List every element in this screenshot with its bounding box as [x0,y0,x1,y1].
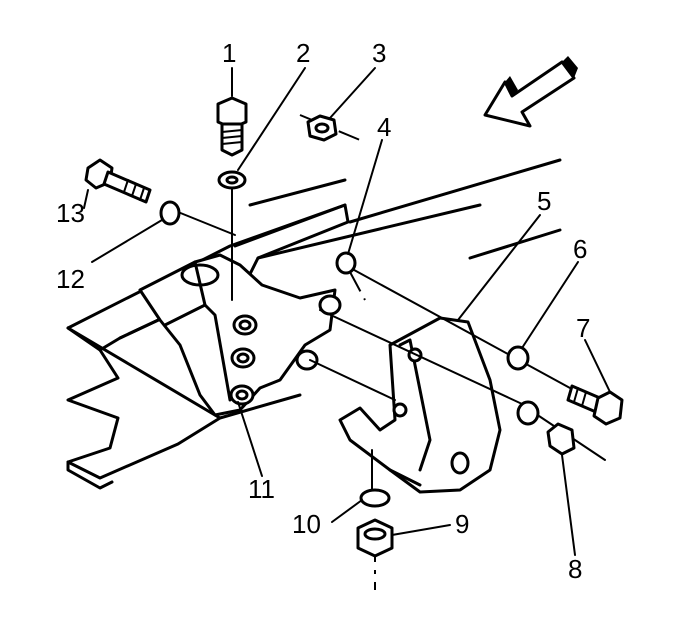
bolt-1 [216,96,248,157]
frame-rail [66,158,562,490]
callout-9: 9 [455,509,469,539]
callout-3: 3 [372,38,386,68]
front-direction-arrow [483,56,578,128]
left-bracket [138,253,337,417]
washer-6b [516,400,540,426]
bolt-13 [84,158,152,204]
washer-2 [217,170,247,190]
callout-5: 5 [537,186,551,216]
callout-1: 1 [222,38,236,68]
washer-12 [159,200,181,226]
callout-12: 12 [56,264,85,294]
nut-8 [546,422,576,456]
callout-6: 6 [573,234,587,264]
callout-8: 8 [568,554,582,584]
callout-labels: 1 2 3 4 5 6 7 8 9 10 11 12 13 [56,38,590,584]
callout-13: 13 [56,198,85,228]
nut-3 [306,114,338,142]
callout-2: 2 [296,38,310,68]
washer-2-hole [225,175,239,185]
right-bracket [338,316,502,494]
callout-4: 4 [377,112,391,142]
bolt-7 [566,384,624,426]
washer-6 [506,345,530,371]
leader-lines [83,67,611,556]
washer-4 [335,251,357,275]
left-bracket-nuts [229,294,342,406]
nut-9 [356,518,394,558]
callout-10: 10 [292,509,321,539]
washer-10 [359,488,391,508]
callout-11: 11 [248,474,275,504]
callout-7: 7 [576,313,590,343]
